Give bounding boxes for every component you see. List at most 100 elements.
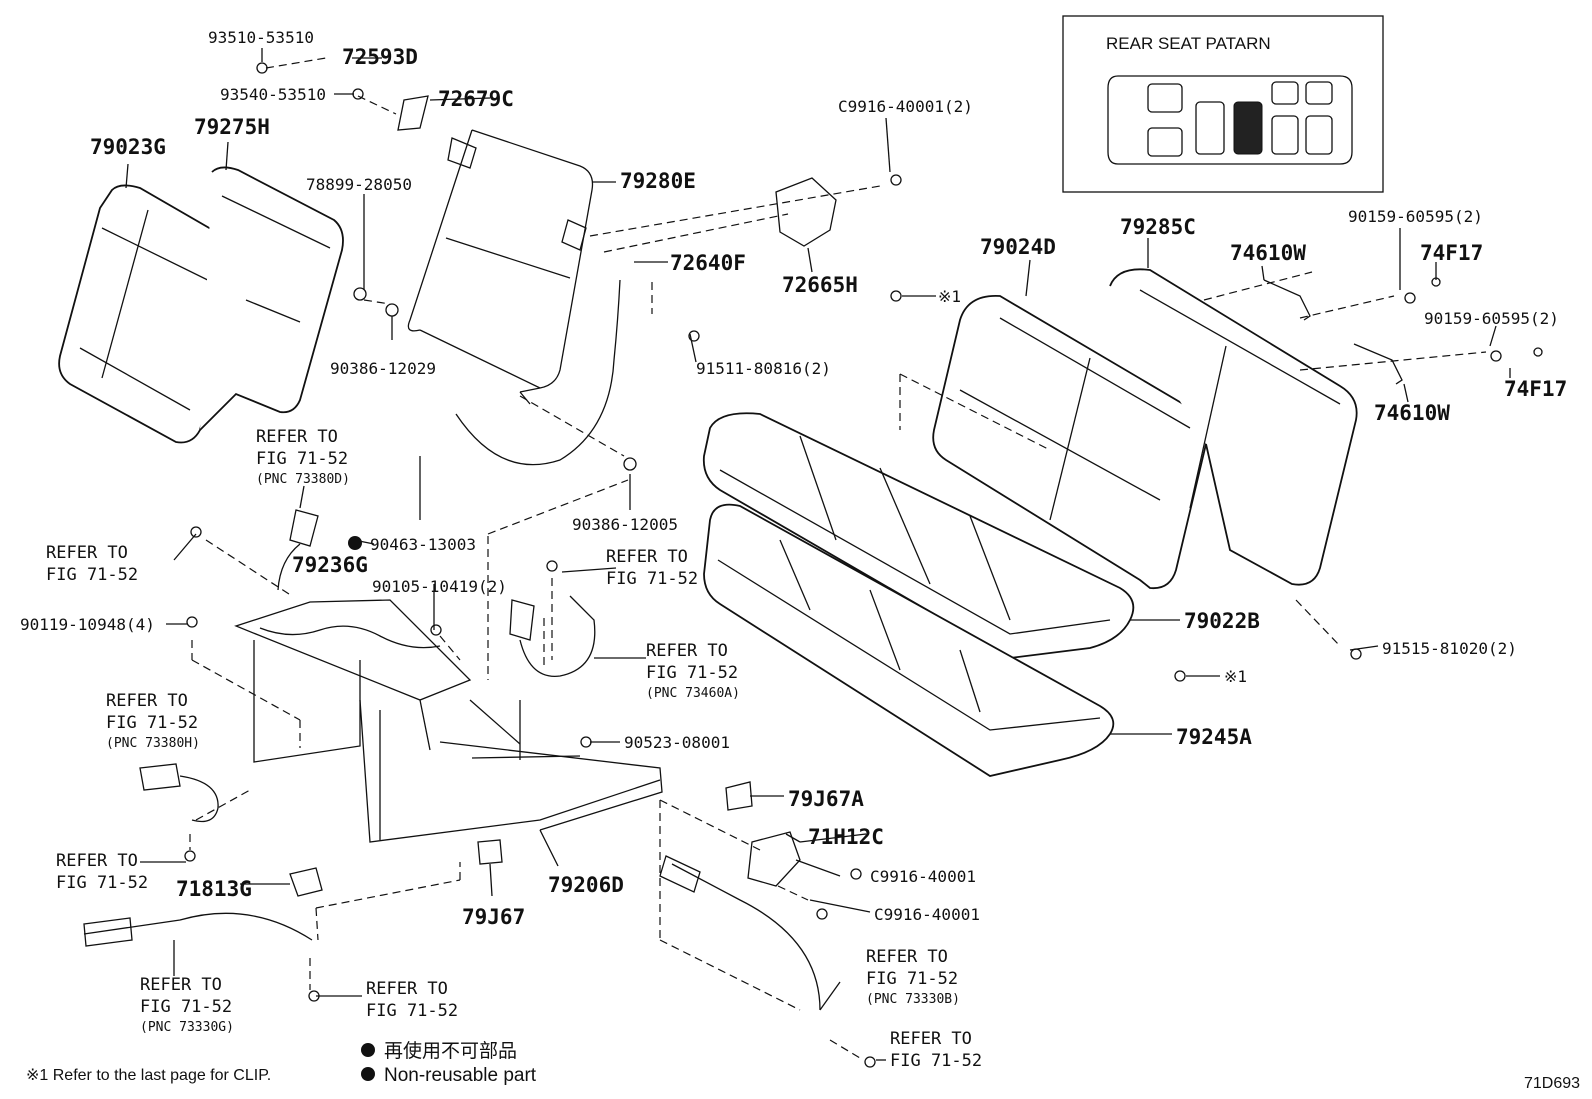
fig-label: FIG 71-52 [56,873,148,893]
pnc-label: (PNC 73380D) [256,472,350,487]
belt-73330G [83,912,313,947]
refer-to-label: REFER TO [366,979,448,999]
label-C9916-40001-b: C9916-40001 [874,905,980,924]
label-74610W-a: 74610W [1230,241,1306,265]
pattern-title: REAR SEAT PATARN [1106,34,1271,53]
label-91515-81020: 91515-81020(2) [1382,639,1517,658]
pattern-seat [1147,83,1183,113]
label-C9916-40001-2: C9916-40001(2) [838,97,973,116]
bracket-74610W-lower [1353,343,1403,385]
refer-to-label: REFER TO [890,1029,972,1049]
refer-to-label: REFER TO [606,547,688,567]
label-79285C: 79285C [1120,215,1196,239]
cover-79J67 [477,839,503,865]
label-74F17-a: 74F17 [1420,241,1483,265]
non-reusable-mark [348,536,362,550]
fig-label: FIG 71-52 [606,569,698,589]
pnc-label: (PNC 73330B) [866,992,960,1007]
cover-72679C [397,95,429,131]
label-93540-53510: 93540-53510 [220,85,326,104]
label-79275H: 79275H [194,115,270,139]
label-79J67A: 79J67A [788,787,864,811]
label-74610W-b: 74610W [1374,401,1450,425]
refer-to-label: REFER TO [56,851,138,871]
label-79024D: 79024D [980,235,1056,259]
refer-labels: REFER TO FIG 71-52 (PNC 73380D) REFER TO… [46,427,982,1071]
label-78899-28050: 78899-28050 [306,175,412,194]
refer-to-label: REFER TO [140,975,222,995]
refer-to-label: REFER TO [46,543,128,563]
fig-label: FIG 71-52 [646,663,738,683]
label-79280E: 79280E [620,169,696,193]
bracket-74610W-upper [1263,279,1311,321]
refer-to-label: REFER TO [866,947,948,967]
frame-79280E [407,129,594,405]
seatback-79024D [932,295,1208,590]
label-90119-10948: 90119-10948(4) [20,615,155,634]
belt-73380H [139,763,219,823]
fig-label: FIG 71-52 [106,713,198,733]
belt-73330B [659,855,821,1011]
clip-mark: ※1 [1224,667,1247,686]
legend-bullet-en [361,1067,375,1081]
label-93510-53510: 93510-53510 [208,28,314,47]
label-91511-80816: 91511-80816(2) [696,359,831,378]
seatback-79023G [58,184,243,444]
fig-label: FIG 71-52 [140,997,232,1017]
label-74F17-b: 74F17 [1504,377,1567,401]
refer-to-label: REFER TO [646,641,728,661]
release-cable [455,279,621,466]
cover-71813G [289,867,323,897]
pattern-seat [1195,101,1225,155]
pattern-seat [1147,127,1183,157]
cushion-79245A [703,503,1115,777]
label-71813G: 71813G [176,877,252,901]
diagram-code: 71D693 [1524,1075,1580,1092]
label-79023G: 79023G [90,135,166,159]
frame-79206D [234,599,663,843]
label-72679C: 72679C [438,87,514,111]
seatback-79285C [1109,268,1358,586]
label-79236G: 79236G [292,553,368,577]
label-79022B: 79022B [1184,609,1260,633]
fasteners [184,62,1543,1068]
part-labels: 93510-53510 72593D 93540-53510 72679C 79… [20,28,1567,929]
pattern-seat [1305,115,1333,155]
label-C9916-40001-a: C9916-40001 [870,867,976,886]
fig-label: FIG 71-52 [866,969,958,989]
cushion-79022B [702,412,1135,659]
label-79245A: 79245A [1176,725,1252,749]
refer-to-label: REFER TO [106,691,188,711]
fig-label: FIG 71-52 [46,565,138,585]
legend: 再使用不可部品 Non-reusable part ※1 Refer to th… [26,1040,1580,1092]
label-90159-60595-a: 90159-60595(2) [1348,207,1483,226]
label-90105-10419: 90105-10419(2) [372,577,507,596]
fig-label: FIG 71-52 [366,1001,458,1021]
footnote: ※1 Refer to the last page for CLIP. [26,1067,271,1084]
label-90159-60595-b: 90159-60595(2) [1424,309,1559,328]
label-90523-08001: 90523-08001 [624,733,730,752]
refer-to-label: REFER TO [256,427,338,447]
pnc-label: (PNC 73460A) [646,686,740,701]
pnc-label: (PNC 73380H) [106,736,200,751]
label-79206D: 79206D [548,873,624,897]
label-90386-12029: 90386-12029 [330,359,436,378]
label-72665H: 72665H [782,273,858,297]
fig-label: FIG 71-52 [256,449,348,469]
fig-label: FIG 71-52 [890,1051,982,1071]
label-90386-12005: 90386-12005 [572,515,678,534]
seatback-79275H [199,166,344,431]
belt-73460A [509,595,596,677]
bracket-72665H [775,177,837,247]
clip-mark: ※1 [938,287,961,306]
bracket-71H12C [747,831,801,887]
label-90463-13003: 90463-13003 [370,535,476,554]
pnc-label: (PNC 73330G) [140,1020,234,1035]
rear-seat-pattern-box: REAR SEAT PATARN [1062,15,1384,193]
legend-en: Non-reusable part [384,1065,537,1086]
pattern-seat [1271,115,1299,155]
legend-bullet-jp [361,1043,375,1057]
pattern-seat-highlighted [1233,101,1263,155]
